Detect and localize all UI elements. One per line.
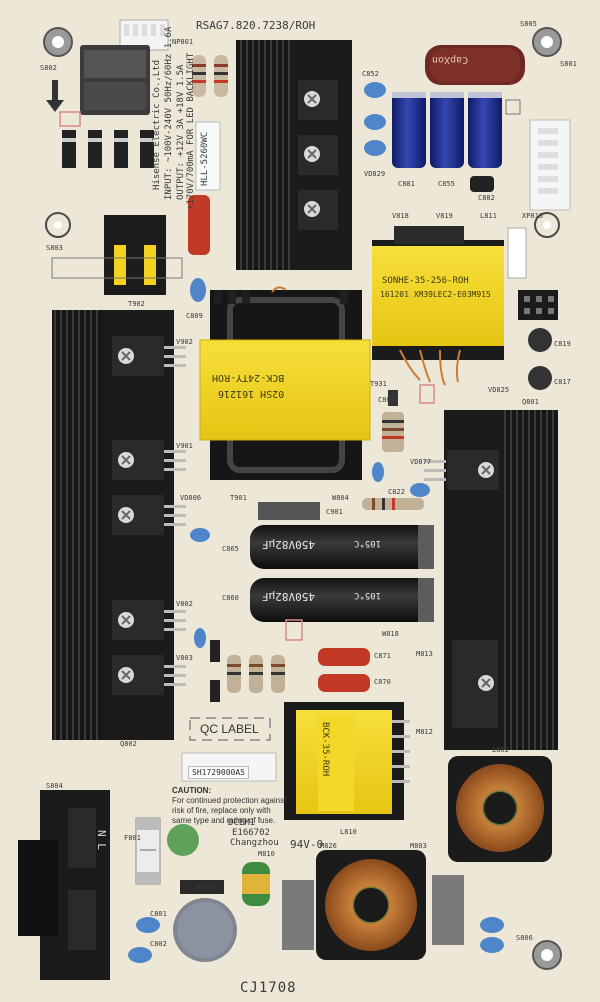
ul-prefix: DCEM1 [228,818,256,828]
designator-c855: C855 [438,180,455,188]
ul-city: Changzhou [230,838,279,848]
bulk-cap-temp-2: 105°C [354,590,382,600]
designator-s804: S804 [46,782,63,790]
bulk-cap-rating-1: 450V82μF [262,538,315,551]
qc-label: QC LABEL [200,722,259,736]
designator-vd806: VD806 [180,494,202,502]
designator-v803: V803 [176,654,193,662]
output-capacitors [392,92,502,168]
transformer-label-2: SONHE-35-256-ROH [382,276,469,286]
designator-s801: S801 [560,60,577,68]
designator-v819: V819 [436,212,453,220]
designator-s802: S802 [40,64,57,72]
ac-input-marking: N L [95,830,108,850]
designator-l811: L811 [480,212,497,220]
designator-c801: C801 [150,910,167,918]
designator-vd877: VD877 [410,458,432,466]
mosfets-left [112,336,186,695]
designator-v902: V902 [176,338,193,346]
designator-c901: C901 [326,508,343,516]
caution-body: For continued protection against risk of… [172,796,287,825]
designator-t931: T931 [370,380,387,388]
ul-file-number: E166702 [232,828,270,838]
designator-q802: Q802 [120,740,137,748]
designator-c817: C817 [554,378,571,386]
board-part-number: RSAG7.820.7238/ROH [196,19,316,32]
bulk-cap-temp-1: 105°C [354,538,382,548]
output-rating-2: +170V/700mA FOR LED BACKLIGHT [186,52,196,210]
designator-c809: C809 [186,312,203,320]
designator-c822: C822 [388,488,405,496]
designator-np801: NP801 [172,38,194,46]
designator-c819: C819 [554,340,571,348]
designator-s805: S805 [520,20,537,28]
designator-l802: L802 [492,746,509,754]
wirewound-resistors [192,55,228,97]
serial-barcode: SH1729000A5 [188,766,249,779]
transformer-label-1: BCK-24TY-ROH [212,372,285,383]
flammability-rating: 94V-0 [290,838,324,851]
designator-l810: L810 [340,828,357,836]
designator-t901: T901 [230,494,247,502]
designator-vd829: VD829 [364,170,386,178]
designator-w804: W804 [332,494,349,502]
designator-m803: M803 [410,842,427,850]
designator-rv801: RV801 [196,884,218,892]
designator-w818: W818 [382,630,399,638]
capxon-brand: CapXon [432,54,469,65]
designator-m826: M826 [320,842,337,850]
designator-v901: V901 [176,442,193,450]
designator-vd825: VD825 [488,386,510,394]
bulk-cap-rating-2: 450V82μF [262,590,315,603]
designator-q801: Q801 [522,398,539,406]
transformer-date-1: 02SH 161216 [218,388,285,399]
designator-c882: C882 [478,194,495,202]
rectifier-diodes [62,130,154,168]
designator-t902: T902 [128,300,145,308]
designator-f801: F801 [124,834,141,842]
designator-v802: V802 [176,600,193,608]
designator-c802: C802 [150,940,167,948]
transformer-label-3: BCK-35-ROH [320,722,330,777]
caution-title: CAUTION: [172,786,212,795]
lower-resistor-row [210,640,285,702]
transformer-date-2: 161201 XM39LEC2-E03M915 [380,290,491,299]
model-sticker: HLL-5260WC [200,131,210,186]
designator-c870: C870 [374,678,391,686]
designator-s803: S803 [46,244,63,252]
designator-c865: C865 [222,545,239,553]
designator-s806: S806 [516,934,533,942]
designator-c881: C881 [398,180,415,188]
board-code: CJ1708 [240,980,297,996]
bulk-capacitors [250,525,434,622]
designator-c860: C860 [222,594,239,602]
designator-c805: C805 [378,396,395,404]
designator-xp810: XP810 [522,212,544,220]
designator-m813: M813 [416,650,433,658]
maker-line: Hisense Electric Co.,Ltd [152,59,162,190]
designator-v818: V818 [392,212,409,220]
designator-m810: M810 [258,850,275,858]
designator-m812: M812 [416,728,433,736]
designator-c871: C871 [374,652,391,660]
designator-c852: C852 [362,70,379,78]
